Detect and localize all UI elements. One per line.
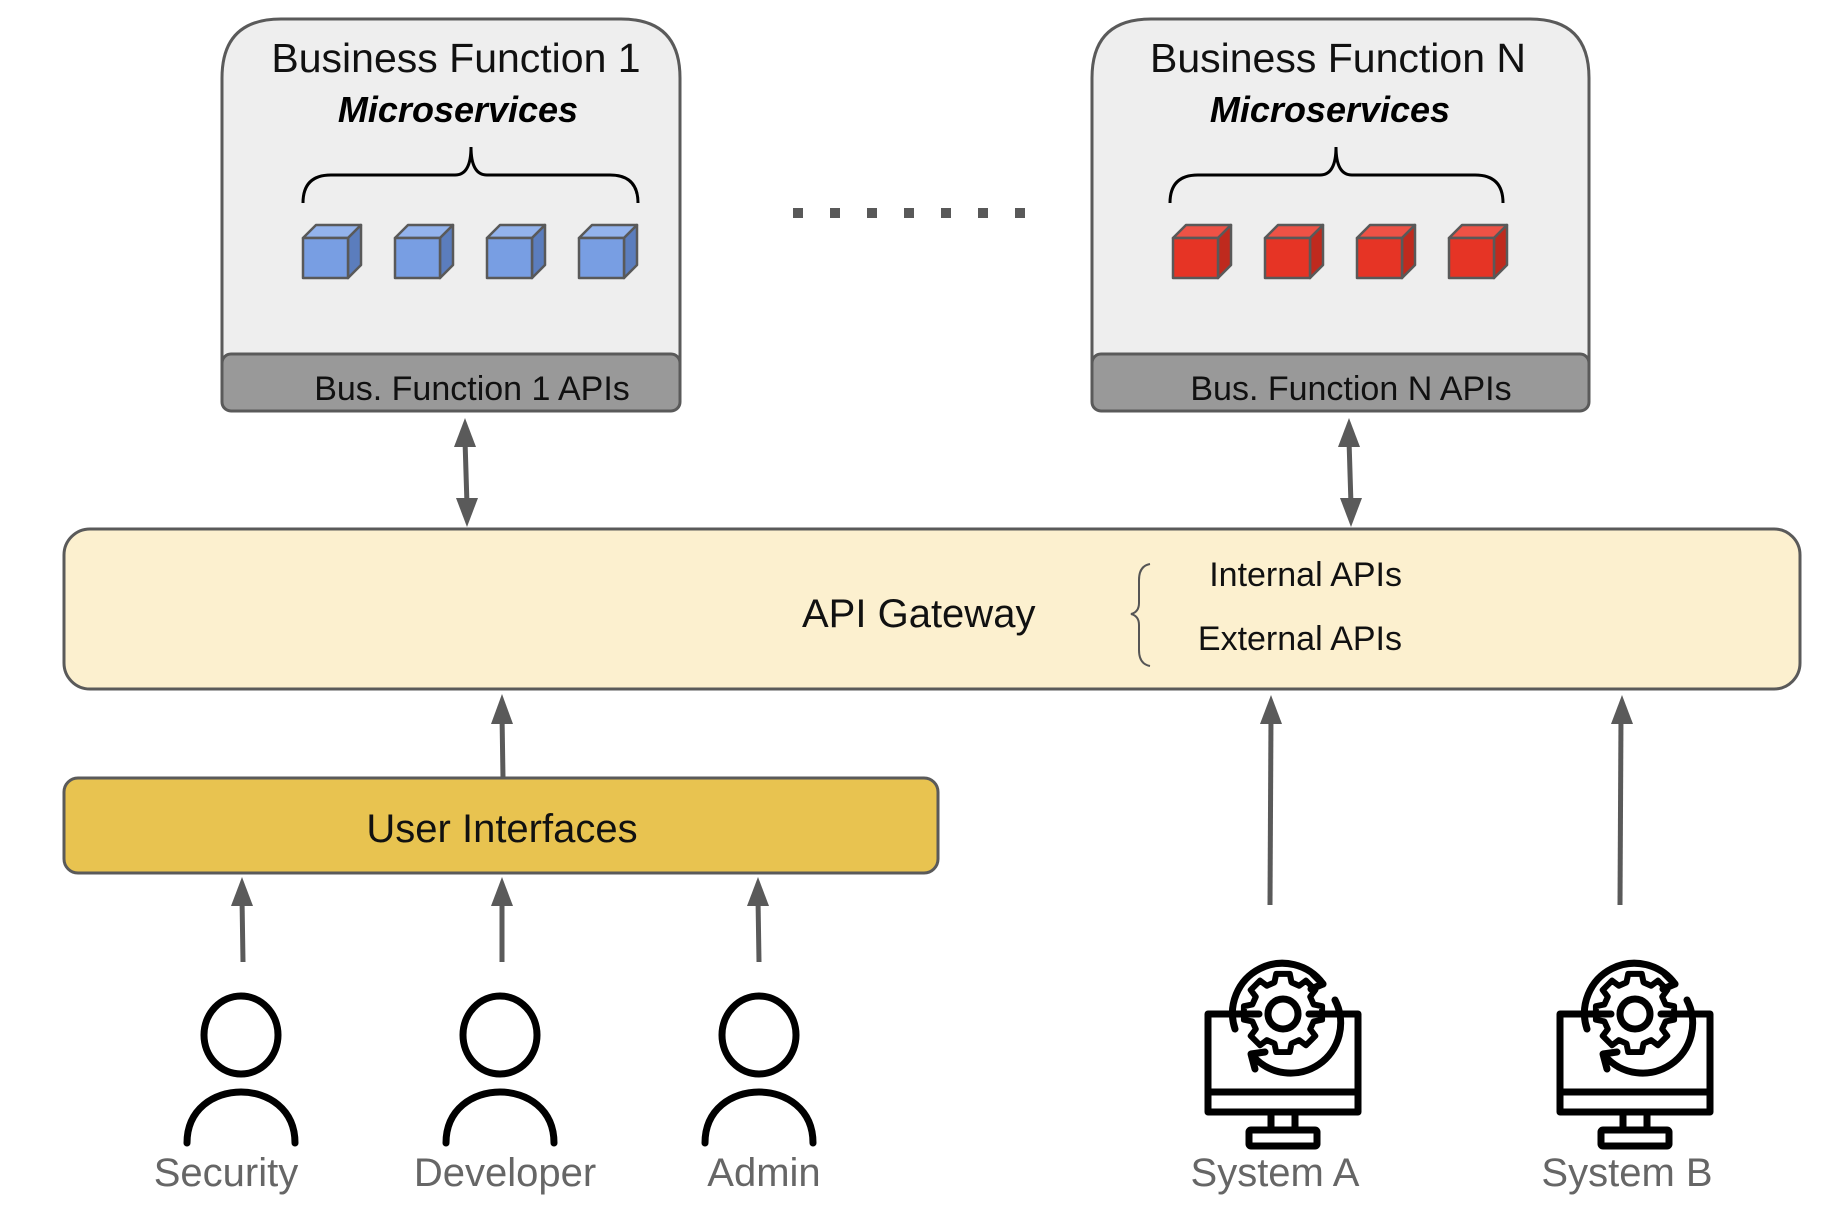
microservices-brace — [301, 146, 640, 204]
developer-ui-arrow — [491, 877, 513, 962]
arrow-head-down — [1340, 498, 1362, 527]
arrow-head-up — [454, 418, 476, 447]
microservice-cube-icon — [577, 223, 639, 280]
microservices-label: Microservices — [1210, 89, 1450, 130]
api-gateway-box — [62, 527, 1802, 691]
api-gateway-title: API Gateway — [802, 592, 1035, 636]
user-label: Security — [154, 1151, 299, 1195]
api-types-brace — [1130, 563, 1151, 667]
api-gateway: API Gateway Internal APIs External APIs — [62, 527, 1802, 691]
business-function-title: Business Function 1 — [271, 35, 640, 81]
user-interfaces: User Interfaces — [62, 776, 940, 875]
microservice-cube-icon — [485, 223, 547, 280]
bf1-gateway-arrow — [454, 418, 478, 527]
user-admin: Admin — [705, 996, 821, 1195]
microservice-cubes — [301, 223, 639, 280]
person-icon — [446, 996, 554, 1143]
system-b-gateway-arrow — [1611, 695, 1633, 906]
microservice-cube-icon — [301, 223, 363, 280]
internal-apis-label: Internal APIs — [1209, 556, 1402, 594]
ellipsis-dot — [941, 208, 951, 218]
user-security: Security — [154, 996, 299, 1195]
ui-gateway-arrow — [491, 694, 513, 779]
person-icon — [187, 996, 295, 1143]
business-function-title: Business Function N — [1150, 35, 1526, 81]
ellipsis-dot — [830, 208, 840, 218]
system-label: System A — [1191, 1151, 1360, 1195]
user-developer: Developer — [414, 996, 596, 1195]
system-label: System B — [1541, 1151, 1712, 1195]
admin-ui-arrow — [747, 877, 769, 963]
microservice-cube-icon — [1355, 223, 1417, 280]
ellipsis-dot — [1015, 208, 1025, 218]
system-b: System B — [1541, 963, 1712, 1195]
microservice-cube-icon — [1171, 223, 1233, 280]
business-function-api-label: Bus. Function N APIs — [1190, 370, 1511, 408]
microservice-cube-icon — [1447, 223, 1509, 280]
user-label: Admin — [707, 1151, 820, 1195]
arrow-head-down — [456, 498, 478, 527]
security-ui-arrow — [231, 877, 253, 963]
system-a: System A — [1191, 963, 1360, 1195]
user-label: Developer — [414, 1151, 596, 1195]
business-function-api-bar — [1090, 352, 1591, 413]
user-interfaces-box — [62, 776, 940, 875]
ellipsis-dot — [867, 208, 877, 218]
bfn-gateway-arrow — [1338, 418, 1362, 527]
ellipsis-dots — [793, 208, 1025, 218]
person-icon — [705, 996, 813, 1143]
microservices-label: Microservices — [338, 89, 578, 130]
microservice-cube-icon — [1263, 223, 1325, 280]
business-function-api-bar — [220, 352, 682, 413]
ellipsis-dot — [793, 208, 803, 218]
microservices-brace — [1168, 146, 1505, 204]
system-a-gateway-arrow — [1260, 695, 1282, 906]
ellipsis-dot — [978, 208, 988, 218]
system-gear-monitor-icon — [1560, 963, 1710, 1146]
business-function-1: Business Function 1 Microservices Bus. F… — [220, 17, 682, 413]
ellipsis-dot — [904, 208, 914, 218]
business-function-api-label: Bus. Function 1 APIs — [314, 370, 630, 408]
external-apis-label: External APIs — [1198, 620, 1402, 658]
system-gear-monitor-icon — [1208, 963, 1358, 1146]
business-function-n: Business Function N Microservices Bus. F… — [1090, 17, 1591, 413]
arrow-head-up — [1338, 418, 1360, 447]
user-interfaces-label: User Interfaces — [366, 807, 637, 851]
microservice-cubes — [1171, 223, 1509, 280]
business-function-box — [220, 17, 682, 375]
microservice-cube-icon — [393, 223, 455, 280]
business-function-box — [1090, 17, 1591, 375]
